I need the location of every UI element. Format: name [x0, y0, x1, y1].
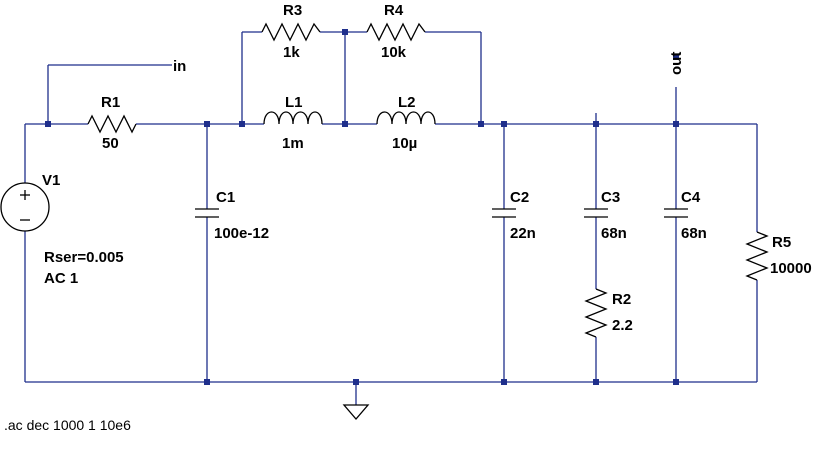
c4-capacitor-icon	[664, 208, 688, 218]
r4-name: R4	[384, 2, 404, 19]
c2-capacitor-icon	[492, 208, 516, 218]
wires	[24, 31, 758, 405]
c4-value: 68n	[681, 225, 707, 242]
c3-value: 68n	[601, 225, 627, 242]
r2-name: R2	[612, 291, 631, 308]
c4-name: C4	[681, 189, 701, 206]
r4-resistor-icon	[366, 22, 426, 42]
net-label-out: out	[668, 52, 685, 75]
v1-param-ac: AC 1	[44, 270, 78, 287]
v1-name: V1	[42, 172, 60, 189]
l2-name: L2	[398, 94, 416, 111]
r3-value: 1k	[283, 44, 300, 61]
l1-value: 1m	[282, 135, 304, 152]
c2-value: 22n	[510, 225, 536, 242]
net-label-in: in	[173, 58, 186, 75]
c2-name: C2	[510, 189, 529, 206]
r2-value: 2.2	[612, 317, 633, 334]
r5-value: 10000	[770, 260, 812, 277]
v1-param-rser: Rser=0.005	[44, 249, 124, 266]
r1-name: R1	[101, 94, 120, 111]
junctions	[45, 29, 679, 385]
c3-name: C3	[601, 189, 620, 206]
r4-value: 10k	[381, 44, 407, 61]
l1-inductor-icon	[263, 111, 323, 125]
c1-capacitor-icon	[195, 208, 219, 218]
c1-value: 100e-12	[214, 225, 269, 242]
r3-name: R3	[283, 2, 302, 19]
ground-icon	[342, 404, 370, 420]
spice-directive: .ac dec 1000 1 10e6	[4, 417, 131, 433]
r3-resistor-icon	[261, 22, 321, 42]
r2-resistor-icon	[584, 288, 608, 338]
r5-name: R5	[772, 234, 791, 251]
r5-resistor-icon	[745, 231, 769, 281]
r1-value: 50	[102, 135, 119, 152]
l1-name: L1	[285, 94, 303, 111]
c1-name: C1	[216, 189, 235, 206]
l2-value: 10µ	[392, 135, 417, 152]
voltage-source-icon	[0, 182, 50, 232]
c3-capacitor-icon	[584, 208, 608, 218]
r1-resistor-icon	[87, 114, 137, 134]
l2-inductor-icon	[376, 111, 436, 125]
